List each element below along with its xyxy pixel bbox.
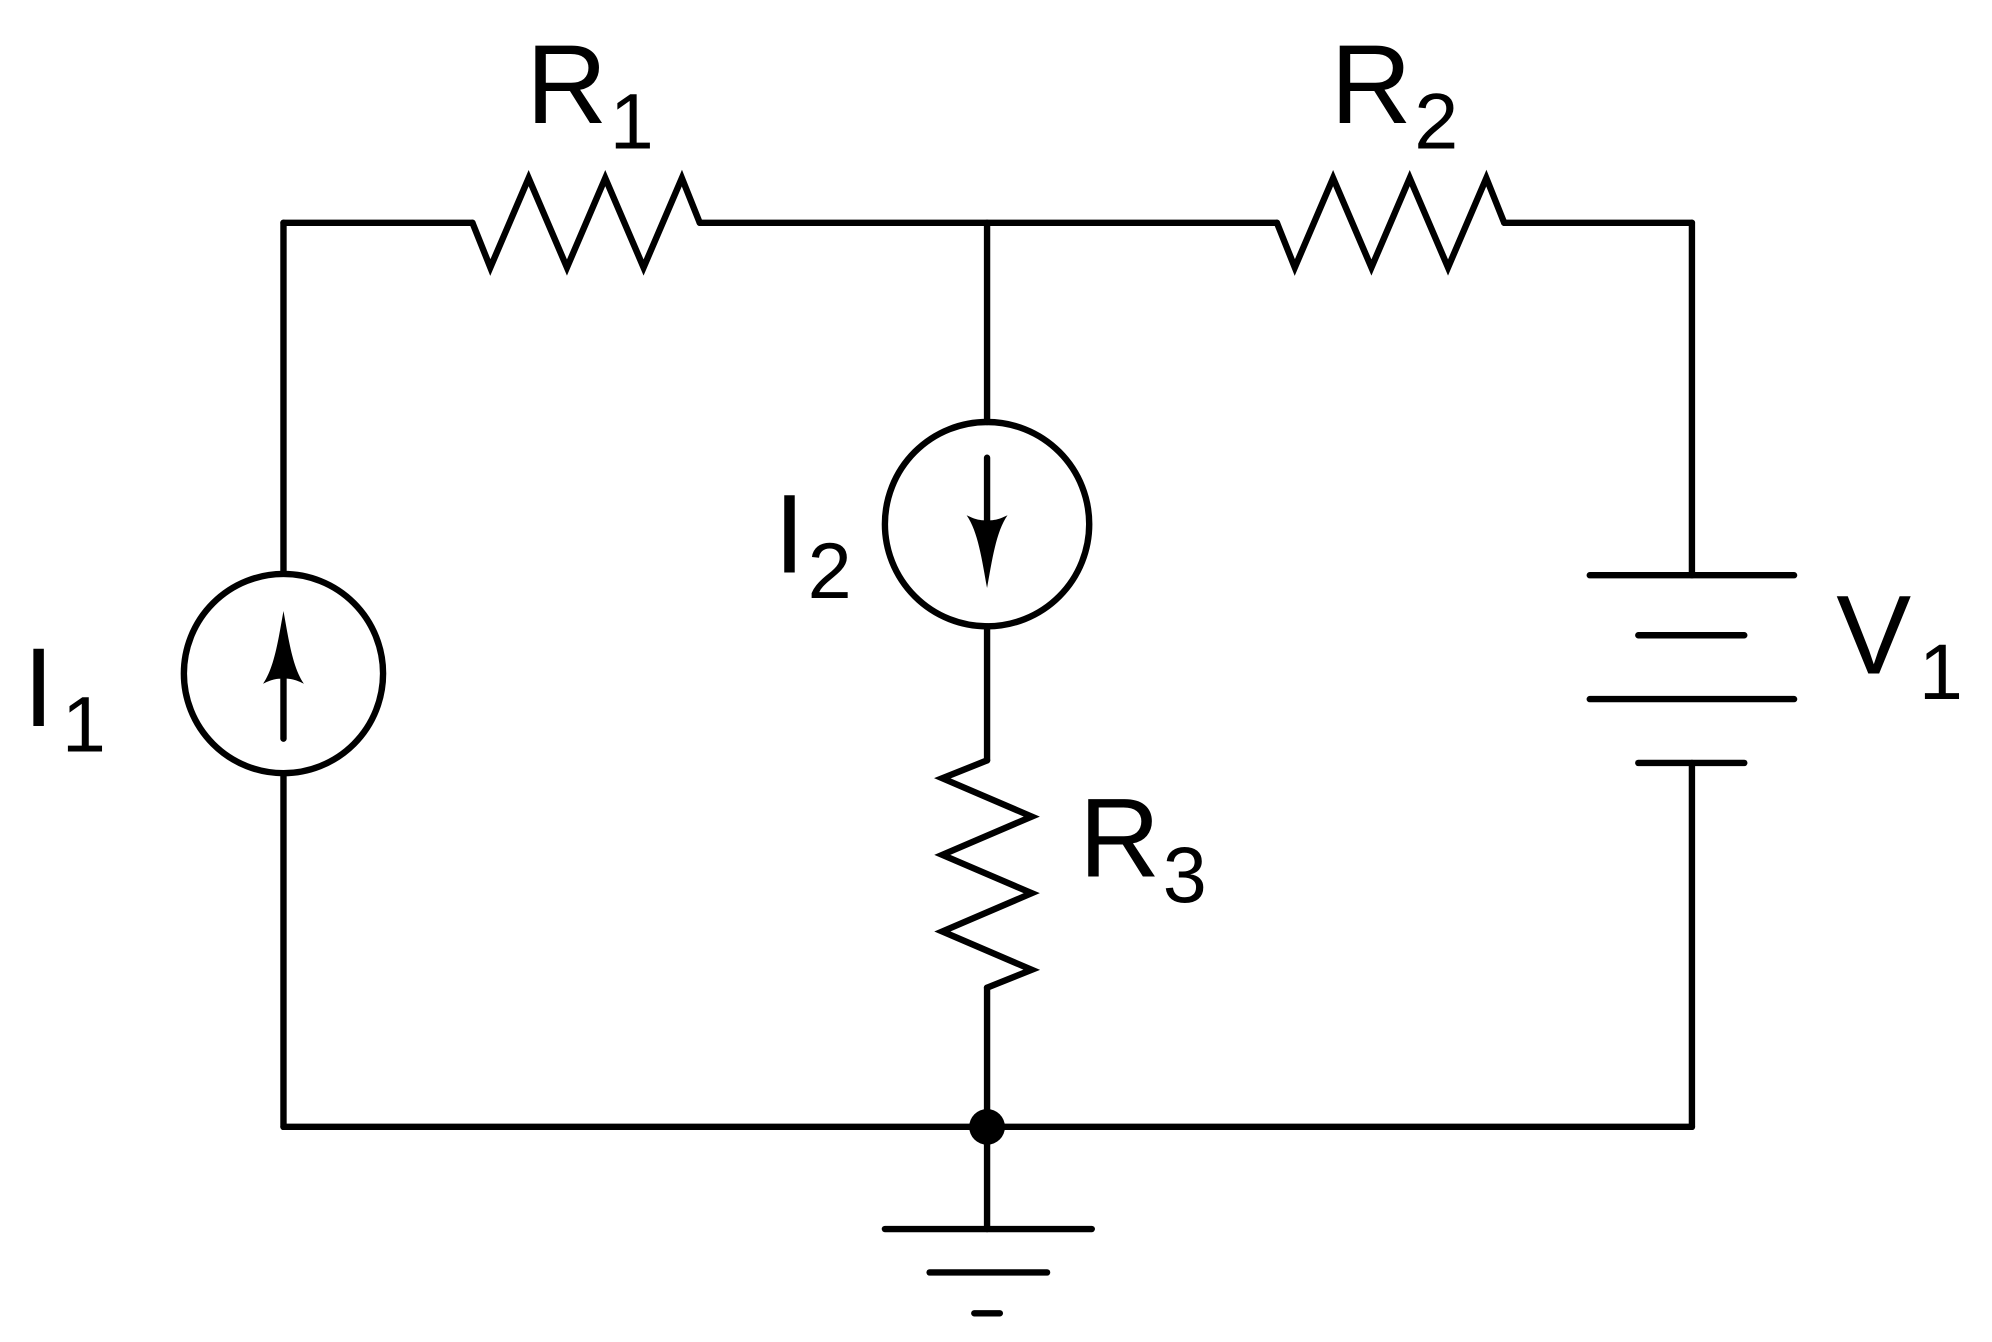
label-i2: I2 xyxy=(774,471,852,616)
label-r2: R2 xyxy=(1331,21,1459,166)
resistor-r3 xyxy=(934,757,1041,991)
bottom-branch xyxy=(280,1108,1696,1317)
voltage-source-v1 xyxy=(1586,219,1798,1131)
current-source-i1 xyxy=(180,219,387,1131)
middle-branch xyxy=(881,219,1093,1131)
arrowhead-down-icon xyxy=(966,515,1008,588)
resistor-r2 xyxy=(1273,169,1508,276)
label-r3: R3 xyxy=(1079,775,1207,920)
label-r1: R1 xyxy=(526,21,654,166)
arrowhead-up-icon xyxy=(263,610,304,684)
resistor-r1 xyxy=(469,169,703,276)
